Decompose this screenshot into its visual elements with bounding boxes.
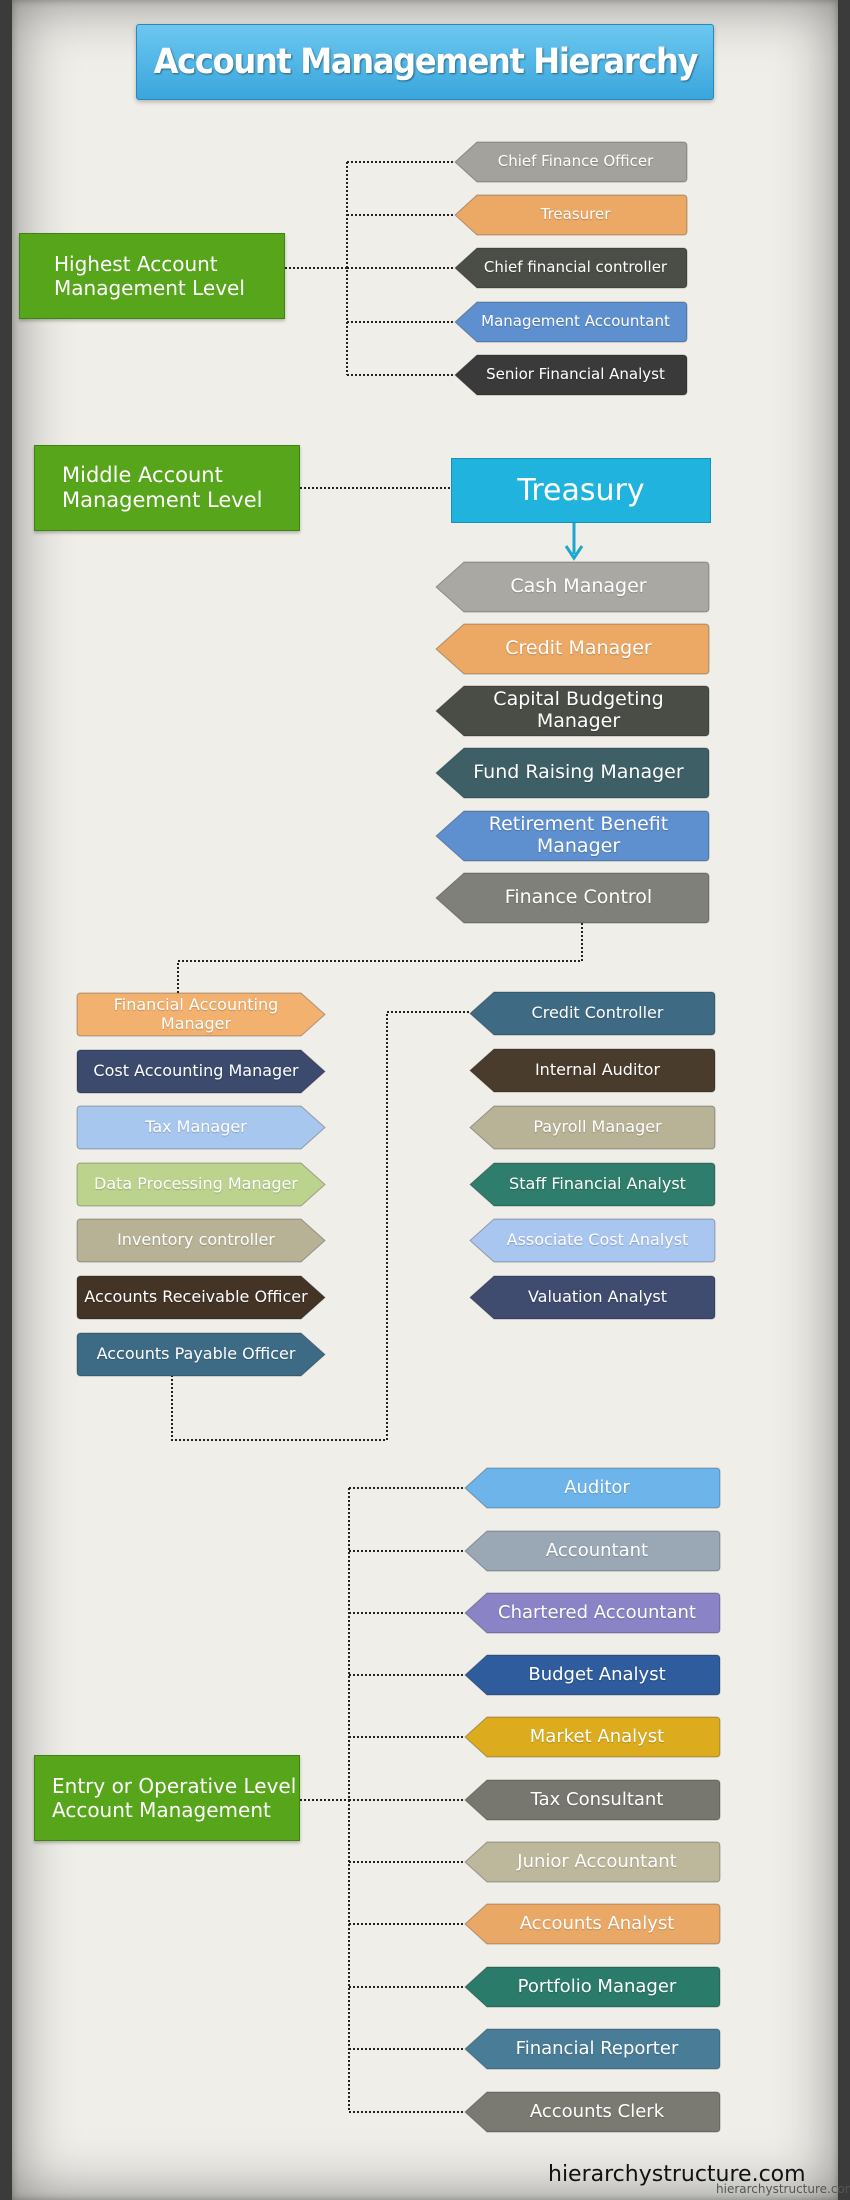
role-payroll-manager-label: Payroll Manager (533, 1117, 662, 1137)
role-cash-manager-label: Cash Manager (510, 575, 647, 598)
role-accounts-receivable-officer-label: Accounts Receivable Officer (84, 1287, 308, 1307)
role-cash-manager-shape (435, 561, 710, 613)
role-payroll-manager-shape (469, 1105, 716, 1150)
role-auditor-label: Auditor (564, 1476, 630, 1498)
role-chartered-accountant-label: Chartered Accountant (498, 1601, 696, 1623)
level-box-middle: Middle Account Management Level (34, 445, 300, 531)
role-associate-cost-analyst-shape (469, 1218, 716, 1263)
role-chief-financial-controller-label: Chief financial controller (483, 258, 668, 277)
role-financial-reporter-label: Financial Reporter (515, 2037, 679, 2059)
role-market-analyst-label: Market Analyst (529, 1725, 665, 1747)
role-chartered-accountant-shape (464, 1592, 721, 1634)
role-data-processing-manager-label: Data Processing Manager (94, 1174, 298, 1194)
role-valuation-analyst-label: Valuation Analyst (527, 1287, 668, 1307)
role-budget-analyst-shape (464, 1654, 721, 1696)
level-box-highest: Highest Account Management Level (19, 233, 285, 319)
role-cost-accounting-manager-shape (76, 1049, 326, 1094)
role-junior-accountant-shape (464, 1841, 721, 1883)
role-treasurer-label: Treasurer (540, 205, 611, 224)
role-budget-analyst-label: Budget Analyst (528, 1663, 666, 1685)
role-auditor-shape (464, 1467, 721, 1509)
role-tax-consultant-label: Tax Consultant (530, 1788, 664, 1810)
role-financial-accounting-manager-shape (76, 992, 326, 1037)
role-chief-finance-officer-label: Chief Finance Officer (497, 152, 654, 171)
role-finance-control-label: Finance Control (504, 886, 653, 909)
role-tax-manager-shape (76, 1105, 326, 1150)
role-tax-manager-label: Tax Manager (145, 1117, 247, 1137)
role-senior-financial-analyst-shape (454, 354, 688, 396)
role-accounts-analyst-shape (464, 1903, 721, 1945)
role-tax-consultant-shape (464, 1779, 721, 1821)
role-accounts-clerk-shape (464, 2091, 721, 2133)
role-capital-budgeting-manager-shape (435, 685, 710, 737)
role-credit-controller-shape (469, 991, 716, 1036)
role-management-accountant-shape (454, 301, 688, 343)
role-portfolio-manager-label: Portfolio Manager (517, 1975, 677, 1997)
role-financial-accounting-manager-label: Financial Accounting Manager (113, 995, 279, 1033)
role-retirement-benefit-manager-label: Retirement Benefit Manager (488, 813, 669, 857)
footer-watermark: hierarchystructure.com (716, 2182, 850, 2196)
title-banner: Account Management Hierarchy (136, 24, 714, 100)
role-valuation-analyst-shape (469, 1275, 716, 1320)
role-junior-accountant-label: Junior Accountant (517, 1850, 677, 1872)
role-cost-accounting-manager-label: Cost Accounting Manager (93, 1061, 299, 1081)
role-accounts-analyst-label: Accounts Analyst (519, 1912, 675, 1934)
treasury-label: Treasury (517, 473, 645, 508)
role-accounts-clerk-label: Accounts Clerk (529, 2100, 665, 2122)
role-accounts-receivable-officer-shape (76, 1275, 326, 1320)
role-treasurer-shape (454, 194, 688, 236)
role-inventory-controller-label: Inventory controller (117, 1230, 275, 1250)
level-box-entry: Entry or Operative Level Account Managem… (34, 1755, 300, 1841)
role-associate-cost-analyst-label: Associate Cost Analyst (506, 1230, 689, 1250)
role-credit-manager-shape (435, 623, 710, 675)
role-accountant-label: Accountant (545, 1539, 649, 1561)
role-fund-raising-manager-shape (435, 747, 710, 799)
role-internal-auditor-label: Internal Auditor (534, 1060, 661, 1080)
role-market-analyst-shape (464, 1716, 721, 1758)
role-accountant-shape (464, 1530, 721, 1572)
role-inventory-controller-shape (76, 1218, 326, 1263)
role-senior-financial-analyst-label: Senior Financial Analyst (486, 365, 665, 384)
role-chief-finance-officer-shape (454, 141, 688, 183)
role-financial-reporter-shape (464, 2028, 721, 2070)
role-staff-financial-analyst-label: Staff Financial Analyst (509, 1174, 686, 1194)
level-label-middle: Middle Account Management Level (62, 462, 263, 512)
role-credit-controller-label: Credit Controller (531, 1003, 664, 1023)
treasury-box: Treasury (451, 458, 711, 523)
role-internal-auditor-shape (469, 1048, 716, 1093)
connector-line (171, 1011, 470, 1441)
role-finance-control-shape (435, 872, 710, 924)
footer-site: hierarchystructure.com (548, 2162, 806, 2187)
role-credit-manager-label: Credit Manager (505, 637, 652, 660)
role-staff-financial-analyst-shape (469, 1162, 716, 1207)
role-accounts-payable-officer-shape (76, 1332, 326, 1377)
treasury-arrow (564, 521, 584, 561)
role-fund-raising-manager-label: Fund Raising Manager (473, 761, 684, 784)
role-management-accountant-label: Management Accountant (481, 312, 670, 331)
level-label-highest: Highest Account Management Level (54, 252, 245, 300)
role-chief-financial-controller-shape (454, 247, 688, 289)
role-portfolio-manager-shape (464, 1966, 721, 2008)
role-data-processing-manager-shape (76, 1162, 326, 1207)
role-capital-budgeting-manager-label: Capital Budgeting Manager (493, 688, 664, 732)
level-label-entry: Entry or Operative Level Account Managem… (52, 1774, 297, 1822)
page-title: Account Management Hierarchy (153, 42, 698, 82)
role-retirement-benefit-manager-shape (435, 810, 710, 862)
connector-line (177, 923, 583, 993)
role-accounts-payable-officer-label: Accounts Payable Officer (96, 1344, 296, 1364)
